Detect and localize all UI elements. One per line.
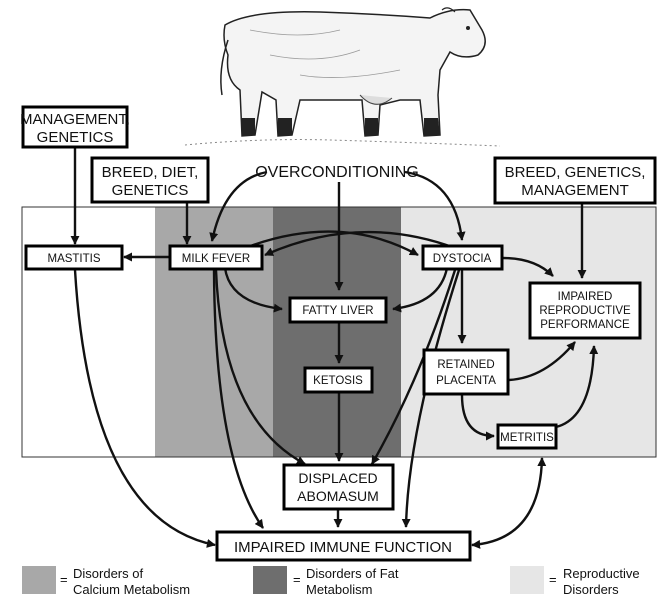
box-label: ABOMASUM [297, 488, 379, 504]
box-label: GENETICS [112, 182, 189, 199]
box-label: DYSTOCIA [433, 253, 492, 265]
box-label: GENETICS [37, 129, 114, 146]
box-label: IMPAIRED [558, 291, 613, 303]
legend-item-calcium: = Disorders of Calcium Metabolism [22, 566, 190, 597]
box-fatty-liver: FATTY LIVER [288, 296, 388, 324]
box-mastitis: MASTITIS [24, 244, 124, 271]
box-label: MASTITIS [47, 253, 100, 265]
legend-text: Reproductive [563, 566, 640, 581]
box-impaired-reproductive: IMPAIRED REPRODUCTIVE PERFORMANCE [528, 281, 642, 340]
box-label: MANAGEMENT, [20, 111, 130, 128]
legend-text: Disorders of [73, 566, 143, 581]
box-label: REPRODUCTIVE [539, 305, 631, 317]
legend-eq: = [549, 572, 557, 587]
overconditioning-label: OVERCONDITIONING [255, 164, 419, 181]
box-label: METRITIS [500, 432, 554, 444]
legend-text: Disorders [563, 582, 619, 597]
legend: = Disorders of Calcium Metabolism = Diso… [22, 566, 640, 597]
legend-text: Metabolism [306, 582, 372, 597]
legend-eq: = [293, 572, 301, 587]
box-label: IMPAIRED IMMUNE FUNCTION [234, 539, 452, 556]
box-label: BREED, DIET, [102, 164, 199, 181]
box-label: MANAGEMENT [521, 182, 629, 199]
box-breed-diet-genetics: BREED, DIET, GENETICS [90, 156, 210, 204]
legend-item-fat: = Disorders of Fat Metabolism [253, 566, 399, 597]
band-fat [273, 207, 401, 457]
box-label: BREED, GENETICS, [505, 164, 646, 181]
box-label: FATTY LIVER [302, 305, 373, 317]
box-label: KETOSIS [313, 375, 363, 387]
legend-item-reproductive: = Reproductive Disorders [510, 566, 640, 597]
box-label: RETAINED [437, 359, 494, 371]
box-breed-genetics-management: BREED, GENETICS, MANAGEMENT [493, 156, 657, 205]
box-label: MILK FEVER [182, 253, 250, 265]
box-metritis: METRITIS [496, 423, 558, 450]
box-dystocia: DYSTOCIA [421, 244, 504, 271]
box-retained-placenta: RETAINED PLACENTA [422, 348, 510, 396]
box-impaired-immune-function: IMPAIRED IMMUNE FUNCTION [215, 530, 472, 562]
box-ketosis: KETOSIS [303, 366, 374, 394]
legend-text: Calcium Metabolism [73, 582, 190, 597]
box-milk-fever: MILK FEVER [168, 244, 264, 271]
box-label: PLACENTA [436, 375, 496, 387]
legend-eq: = [60, 572, 68, 587]
box-label: PERFORMANCE [540, 319, 630, 331]
legend-text: Disorders of Fat [306, 566, 399, 581]
arrows [70, 147, 599, 549]
box-management-genetics: MANAGEMENT, GENETICS [20, 105, 130, 149]
box-label: DISPLACED [298, 470, 377, 486]
box-displaced-abomasum: DISPLACED ABOMASUM [282, 463, 395, 511]
cow-illustration [184, 7, 501, 147]
